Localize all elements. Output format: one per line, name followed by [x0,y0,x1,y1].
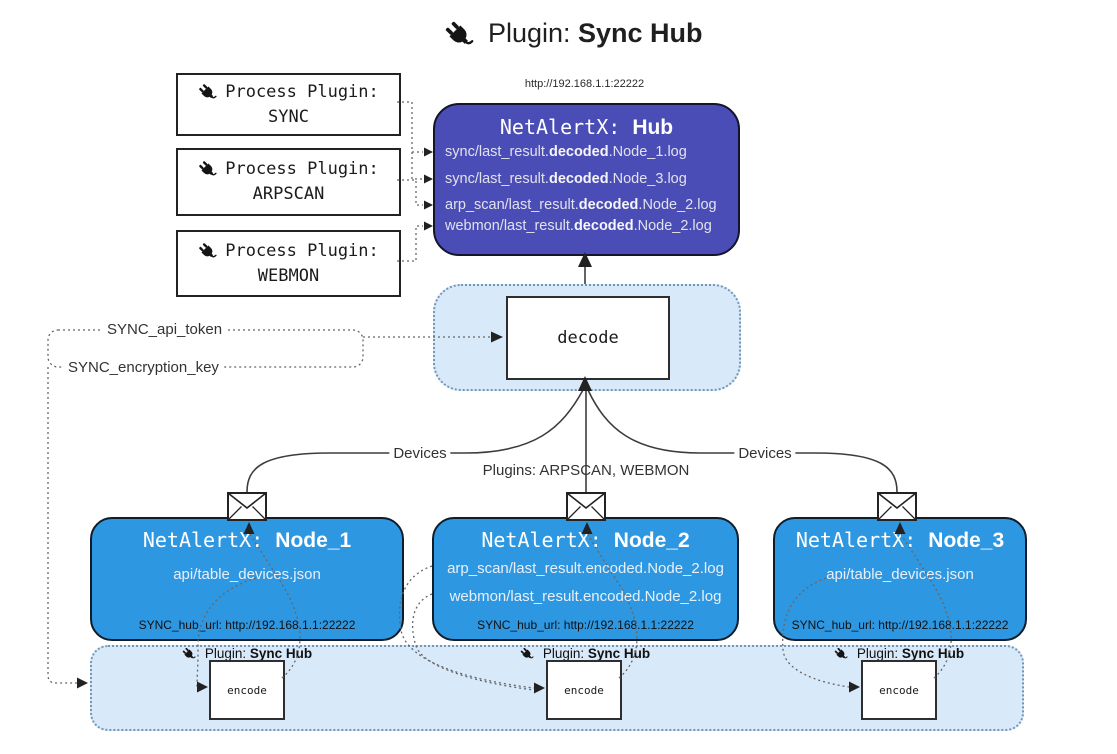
encode-label: encode [564,683,604,697]
process-plugin-name: WEBMON [257,265,320,286]
process-plugin-label: Process Plugin: [225,240,379,261]
node-hub-url: SYNC_hub_url: http://192.168.1.1:22222 [791,618,1009,632]
encode-box: encode [861,660,937,720]
process-plugin-box-webmon: Process Plugin: WEBMON [176,230,401,297]
process-plugin-box-arpscan: Process Plugin: ARPSCAN [176,148,401,216]
title-bold: Sync Hub [578,18,703,48]
node-file-line: api/table_devices.json [173,566,321,583]
edge-secrets-to-band [47,367,77,684]
hub-title-bold: Hub [632,116,674,139]
title-prefix: Plugin: [487,18,579,48]
plug-icon [198,82,218,102]
envelope-icon [227,492,267,521]
plug-icon [519,646,534,661]
band-plugin-label: Plugin: Sync Hub [181,646,312,661]
band-plugin-label: Plugin: Sync Hub [519,646,650,661]
page-title: Plugin: Sync Hub [0,18,1117,52]
decode-label: decode [557,328,619,348]
hub-log-line: arp_scan/last_result.decoded.Node_2.log [445,197,717,213]
hub-title-mono: NetAlertX: [499,115,633,139]
edge-label-devices-left: Devices [389,445,451,462]
band-plugin-label: Plugin: Sync Hub [833,646,964,661]
node-3-box: NetAlertX: Node_3 api/table_devices.json… [773,517,1027,641]
envelope-icon [877,492,917,521]
encode-label: encode [879,683,919,697]
plug-icon [198,241,218,261]
envelope-icon [566,492,606,521]
process-plugin-box-sync: Process Plugin: SYNC [176,73,401,136]
process-plugin-name: SYNC [268,106,309,127]
sync-api-token-label: SYNC_api_token [103,321,227,338]
plug-icon [443,18,476,52]
plug-icon [833,646,848,661]
encode-box: encode [209,660,285,720]
node-hub-url: SYNC_hub_url: http://192.168.1.1:22222 [477,618,694,632]
hub-box: NetAlertX: Hub sync/last_result.decoded.… [433,103,740,256]
sync-encryption-key-label: SYNC_encryption_key [64,359,223,376]
node-file-line: webmon/last_result.encoded.Node_2.log [449,588,722,605]
edge-label-devices-right: Devices [734,445,796,462]
edge-label-plugins: Plugins: ARPSCAN, WEBMON [482,462,690,479]
process-plugin-label: Process Plugin: [225,159,379,180]
node-title: NetAlertX: Node_2 [481,528,690,552]
hub-url: http://192.168.1.1:22222 [524,78,645,90]
node-hub-url: SYNC_hub_url: http://192.168.1.1:22222 [138,618,356,632]
node-2-box: NetAlertX: Node_2 arp_scan/last_result.e… [432,517,739,641]
node-1-box: NetAlertX: Node_1 api/table_devices.json… [90,517,404,641]
node-file-line: api/table_devices.json [826,566,974,583]
node-file-line: arp_scan/last_result.encoded.Node_2.log [447,560,724,577]
node-title: NetAlertX: Node_1 [142,528,352,552]
process-plugin-label: Process Plugin: [225,81,379,102]
hub-log-line: sync/last_result.decoded.Node_3.log [445,171,687,187]
encode-label: encode [227,683,267,697]
edge-sync-to-hub-2 [411,152,423,180]
hub-log-line: sync/last_result.decoded.Node_1.log [445,144,687,160]
plug-icon [198,160,218,180]
hub-log-line: webmon/last_result.decoded.Node_2.log [445,218,712,234]
decode-box: decode [506,296,670,380]
process-plugin-name: ARPSCAN [252,184,325,204]
encode-box: encode [546,660,622,720]
hub-title: NetAlertX: Hub [435,115,738,140]
plug-icon [181,646,196,661]
node-title: NetAlertX: Node_3 [795,528,1005,552]
